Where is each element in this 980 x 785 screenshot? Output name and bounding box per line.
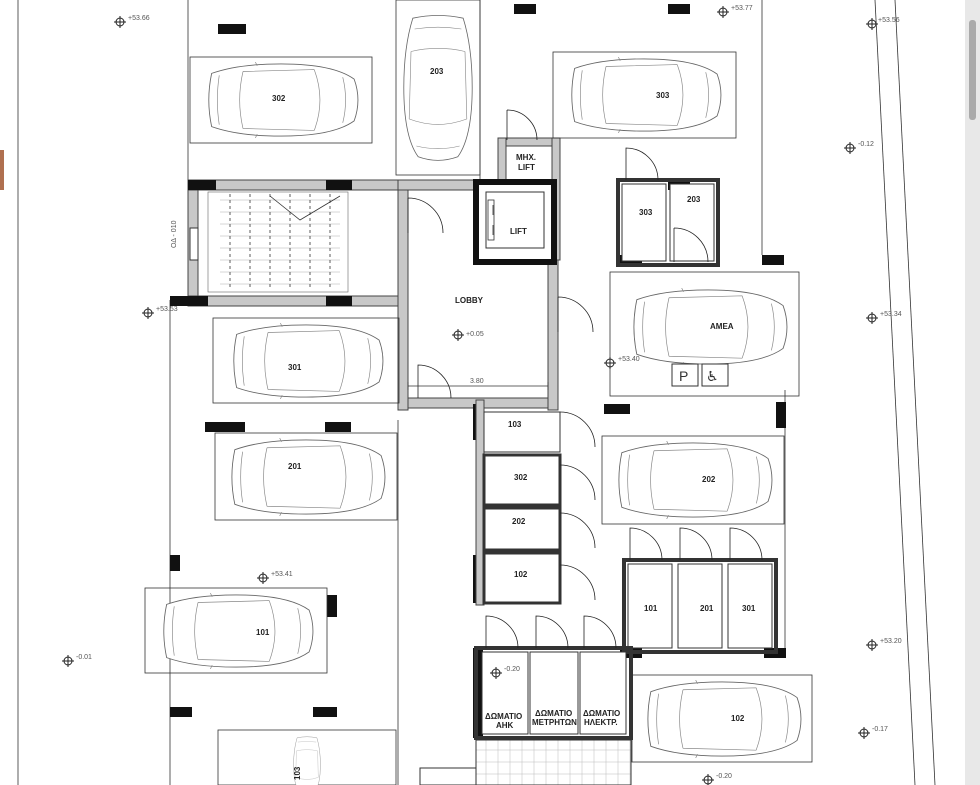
parking-202: 202 (702, 475, 716, 484)
room-elec-1: ΔΩΜΑΤΙΟ (583, 709, 620, 718)
parking-203: 203 (430, 67, 444, 76)
level-markers: +53.66 +53.77 +53.56 -0.12 +53.53 +53.34… (62, 5, 902, 785)
doors (407, 109, 763, 649)
storage-102: 102 (514, 570, 528, 579)
tiled-area (475, 739, 632, 785)
parking-303: 303 (656, 91, 670, 100)
parking-amea: ΑΜΕΑ (710, 322, 734, 331)
level-13: -0.17 (872, 726, 888, 733)
storage-101: 101 (644, 604, 658, 613)
parking-101: 101 (256, 628, 270, 637)
parking-sign-icon (671, 363, 699, 387)
room-aik-2: ΑΗΚ (496, 721, 514, 730)
right-margin (965, 0, 980, 785)
room-aik-1: ΔΩΜΑΤΙΟ (485, 712, 522, 721)
storage-202: 202 (512, 517, 526, 526)
level-8: +0.05 (466, 331, 484, 338)
lift-machine-label-1: ΜΗΧ. (516, 153, 536, 162)
room-meters-1: ΔΩΜΑΤΙΟ (535, 709, 572, 718)
stair-note: ΟΔ - 010 (171, 220, 178, 248)
parking-201: 201 (288, 462, 302, 471)
parking-103: 103 (293, 766, 302, 780)
parking-302: 302 (272, 94, 286, 103)
level-12: +53.20 (880, 638, 902, 645)
parking-102: 102 (731, 714, 745, 723)
svg-text:P: P (679, 368, 688, 384)
storage-103: 103 (508, 420, 522, 429)
wheelchair-icon (701, 363, 729, 387)
lobby-dimension: 3.80 (470, 378, 484, 385)
level-9: +53.41 (271, 571, 293, 578)
lift-machine-label-2: LIFT (518, 163, 535, 172)
storage-center (475, 399, 562, 606)
level-4: -0.12 (858, 141, 874, 148)
lift-label: LIFT (510, 227, 527, 236)
scrollbar-thumb[interactable] (969, 20, 976, 120)
room-meters-2: ΜΕΤΡΗΤΩΝ (532, 718, 577, 727)
room-elec-2: ΗΛΕΚΤΡ. (584, 718, 618, 727)
left-edge-mark (0, 150, 4, 190)
level-11: -0.20 (504, 666, 520, 673)
svg-text:♿: ♿ (706, 369, 719, 385)
level-14: -0.20 (716, 773, 732, 780)
storage-303: 303 (639, 208, 653, 217)
level-7: +53.40 (618, 356, 640, 363)
level-2: +53.77 (731, 5, 753, 12)
parking-301: 301 (288, 363, 302, 372)
storage-301: 301 (742, 604, 756, 613)
storage-203: 203 (687, 195, 701, 204)
level-3: +53.56 (878, 17, 900, 24)
site-boundary-line-inner (874, 0, 916, 785)
storage-201: 201 (700, 604, 714, 613)
level-1: +53.66 (128, 15, 150, 22)
level-6: +53.34 (880, 311, 902, 318)
lobby-label: LOBBY (455, 296, 484, 305)
storage-302: 302 (514, 473, 528, 482)
level-10: -0.01 (76, 654, 92, 661)
site-boundary-line (894, 0, 936, 785)
staircase (207, 191, 349, 293)
level-5: +53.53 (156, 306, 178, 313)
